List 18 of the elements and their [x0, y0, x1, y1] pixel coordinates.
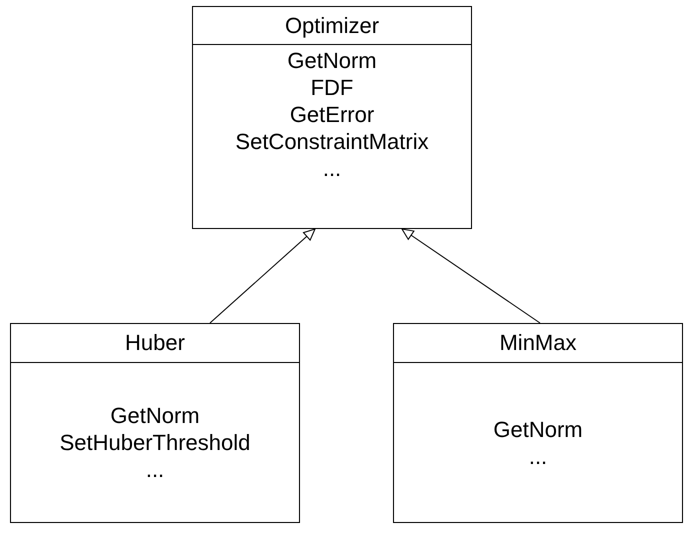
class-name: Huber [125, 332, 185, 354]
method-name: GetNorm [287, 47, 377, 74]
method-name: SetHuberThreshold [60, 429, 250, 456]
inheritance-arrow [210, 228, 316, 324]
method-name: FDF [310, 74, 354, 101]
method-name: GetNorm [110, 402, 200, 429]
method-name: ... [528, 442, 548, 470]
class-box [393, 323, 683, 523]
class-name: MinMax [499, 332, 576, 354]
class-box [10, 323, 300, 523]
inheritance-arrow [402, 228, 540, 324]
method-name: SetConstraintMatrix [235, 128, 429, 155]
class-box [192, 6, 472, 229]
method-name: ... [146, 456, 164, 483]
class-name: Optimizer [284, 14, 380, 36]
method-name: GetError [290, 101, 374, 128]
method-name: ... [322, 155, 342, 182]
method-name: GetNorm [493, 416, 583, 442]
